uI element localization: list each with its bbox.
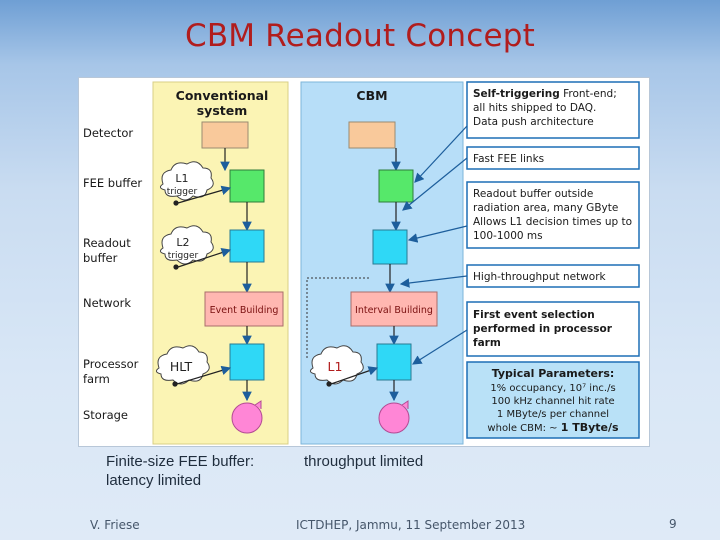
row-label-detector: Detector xyxy=(83,126,133,140)
arrow-readout-buffer xyxy=(407,225,468,243)
l1-trigger-l1: L1 xyxy=(175,172,188,185)
footer-author: V. Friese xyxy=(90,518,140,532)
typical-params-whole-cbm: whole CBM: ~ 1 TByte/s xyxy=(487,421,619,434)
arrow-self-triggering xyxy=(414,125,468,183)
conv-processor-box xyxy=(229,343,265,381)
footer-event: ICTDHEP, Jammu, 11 September 2013 xyxy=(296,518,526,532)
conv-fee-box xyxy=(229,169,265,203)
hlt-cloud: HLT xyxy=(155,345,232,387)
l2-trigger-cloud: L2 trigger xyxy=(159,225,232,270)
note-readout-buffer-l4: 100-1000 ms xyxy=(473,230,543,242)
note-readout-buffer xyxy=(466,181,640,249)
event-building-label: Event Building xyxy=(210,305,279,316)
note-self-triggering-l1: Self-triggering Front-end; xyxy=(473,88,617,100)
note-first-selection xyxy=(466,301,640,357)
cbm-readout-box xyxy=(372,229,408,265)
conv-detector-box xyxy=(201,121,249,149)
slide-title: CBM Readout Concept xyxy=(184,18,536,54)
arrow-first-selection xyxy=(411,329,468,365)
cbm-fee-box xyxy=(378,169,414,203)
row-label-fee-buffer: FEE buffer xyxy=(83,176,142,190)
arrow-fast-fee xyxy=(402,157,468,211)
caption-right: throughput limited xyxy=(304,453,424,470)
conv-event-building-box xyxy=(204,291,284,327)
cbm-storage-disk xyxy=(378,402,410,434)
typical-params-per-channel: 1 MByte/s per channel xyxy=(497,409,609,420)
row-label-readout-buffer-2: buffer xyxy=(83,251,118,265)
row-label-processor-farm-2: farm xyxy=(83,372,110,386)
cbm-l1-label: L1 xyxy=(328,359,343,374)
typical-parameters-box xyxy=(466,361,640,439)
conventional-title-2: system xyxy=(197,103,248,118)
l1-trigger-cloud: L1 trigger xyxy=(159,161,232,206)
conv-readout-box xyxy=(229,229,265,263)
row-label-readout-buffer: Readout xyxy=(83,236,131,250)
cbm-processor-box xyxy=(376,343,412,381)
cbm-column-title: CBM xyxy=(356,88,387,103)
cbm-l1-cloud: L1 xyxy=(309,345,379,387)
typical-params-title: Typical Parameters: xyxy=(492,367,615,380)
note-fast-fee-text: Fast FEE links xyxy=(473,153,544,165)
arrow-high-throughput xyxy=(399,275,468,288)
l2-trigger-word: trigger xyxy=(168,251,199,261)
typical-params-occupancy: 1% occupancy, 10⁷ inc./s xyxy=(490,383,615,394)
interval-building-label: Interval Building xyxy=(355,305,433,316)
note-first-selection-l2: performed in processor xyxy=(473,323,613,335)
caption-left: Finite-size FEE buffer: latency limited xyxy=(106,452,254,490)
caption-left-line1: Finite-size FEE buffer: xyxy=(106,453,255,470)
conventional-title-1: Conventional xyxy=(176,88,269,103)
row-label-processor-farm: Processor xyxy=(83,357,139,371)
note-first-selection-l3: farm xyxy=(473,337,501,349)
row-label-storage: Storage xyxy=(83,408,128,422)
note-self-triggering xyxy=(466,81,640,139)
l2-trigger-l2: L2 xyxy=(176,236,189,249)
note-high-throughput-text: High-throughput network xyxy=(473,271,607,283)
note-self-triggering-l2: all hits shipped to DAQ. xyxy=(473,102,596,114)
note-first-selection-l1: First event selection xyxy=(473,309,595,321)
typical-params-hit-rate: 100 kHz channel hit rate xyxy=(491,396,614,407)
note-readout-buffer-l2: radiation area, many GByte xyxy=(473,202,618,214)
hlt-label: HLT xyxy=(170,359,193,374)
page-number: 9 xyxy=(669,517,677,531)
row-label-network: Network xyxy=(83,296,131,310)
l1-trigger-word: trigger xyxy=(167,187,198,197)
note-readout-buffer-l1: Readout buffer outside xyxy=(473,188,593,200)
conv-storage-disk xyxy=(231,402,263,434)
cbm-detector-box xyxy=(348,121,396,149)
caption-left-line2: latency limited xyxy=(106,472,202,489)
readout-diagram: Detector FEE buffer Readout buffer Netwo… xyxy=(78,77,650,447)
dotted-feedback-line xyxy=(306,277,369,358)
note-readout-buffer-l3: Allows L1 decision times up to xyxy=(473,216,632,228)
note-self-triggering-l3: Data push architecture xyxy=(473,116,594,128)
